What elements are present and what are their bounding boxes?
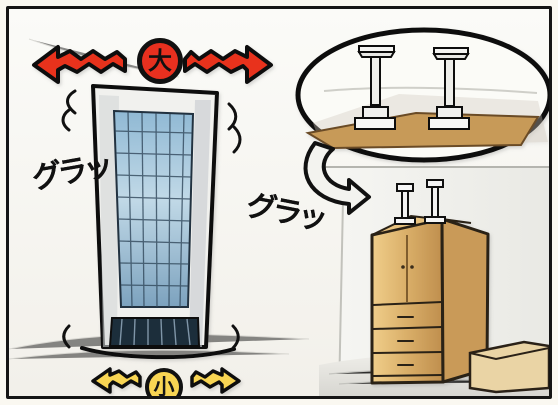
left-small-arrow-icon [93, 369, 140, 392]
building-entrance [110, 318, 199, 346]
wardrobe-handle-left [401, 265, 405, 269]
right-small-arrow-icon [192, 369, 239, 392]
large-shake-label: 大 [137, 38, 183, 84]
right-large-arrow-icon [185, 47, 271, 82]
wardrobe-handle-right [410, 265, 414, 269]
tall-building [82, 86, 234, 357]
zoom-bubble [298, 30, 549, 160]
side-table [470, 342, 549, 392]
small-shake-label: 小 [145, 368, 183, 399]
comic-panel: 大 小 グラッ グラッ [6, 6, 552, 399]
